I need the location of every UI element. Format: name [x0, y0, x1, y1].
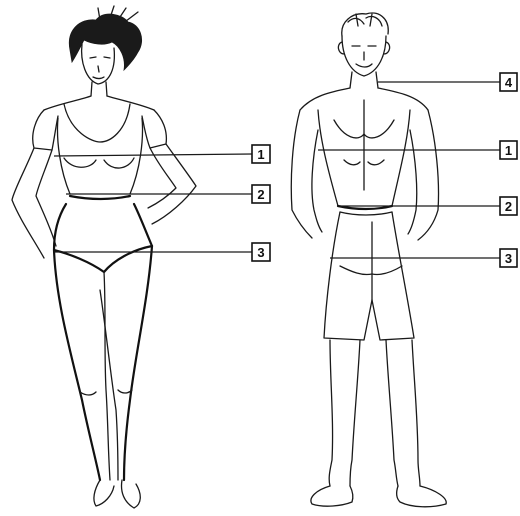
male-measurement-lines — [318, 82, 506, 258]
male-callout-4: 4 — [500, 73, 517, 91]
female-callout-3: 3 — [252, 243, 270, 261]
male-callout-2: 2 — [500, 197, 517, 215]
male-callout-2-label: 2 — [505, 199, 512, 214]
female-callout-1: 1 — [252, 145, 270, 163]
male-callout-1-label: 1 — [505, 143, 512, 158]
female-callout-3-label: 3 — [257, 245, 264, 260]
female-hair — [69, 14, 141, 70]
female-callout-2-label: 2 — [257, 187, 264, 202]
male-callout-4-label: 4 — [505, 75, 513, 90]
male-figure — [291, 13, 446, 507]
male-callout-1: 1 — [500, 141, 517, 159]
female-callout-2: 2 — [252, 185, 270, 203]
female-measurement-lines — [54, 154, 252, 252]
male-callout-3-label: 3 — [505, 251, 512, 266]
female-figure — [12, 6, 196, 508]
male-hair — [342, 13, 388, 36]
male-callout-3: 3 — [500, 249, 517, 267]
female-callout-1-label: 1 — [257, 147, 264, 162]
